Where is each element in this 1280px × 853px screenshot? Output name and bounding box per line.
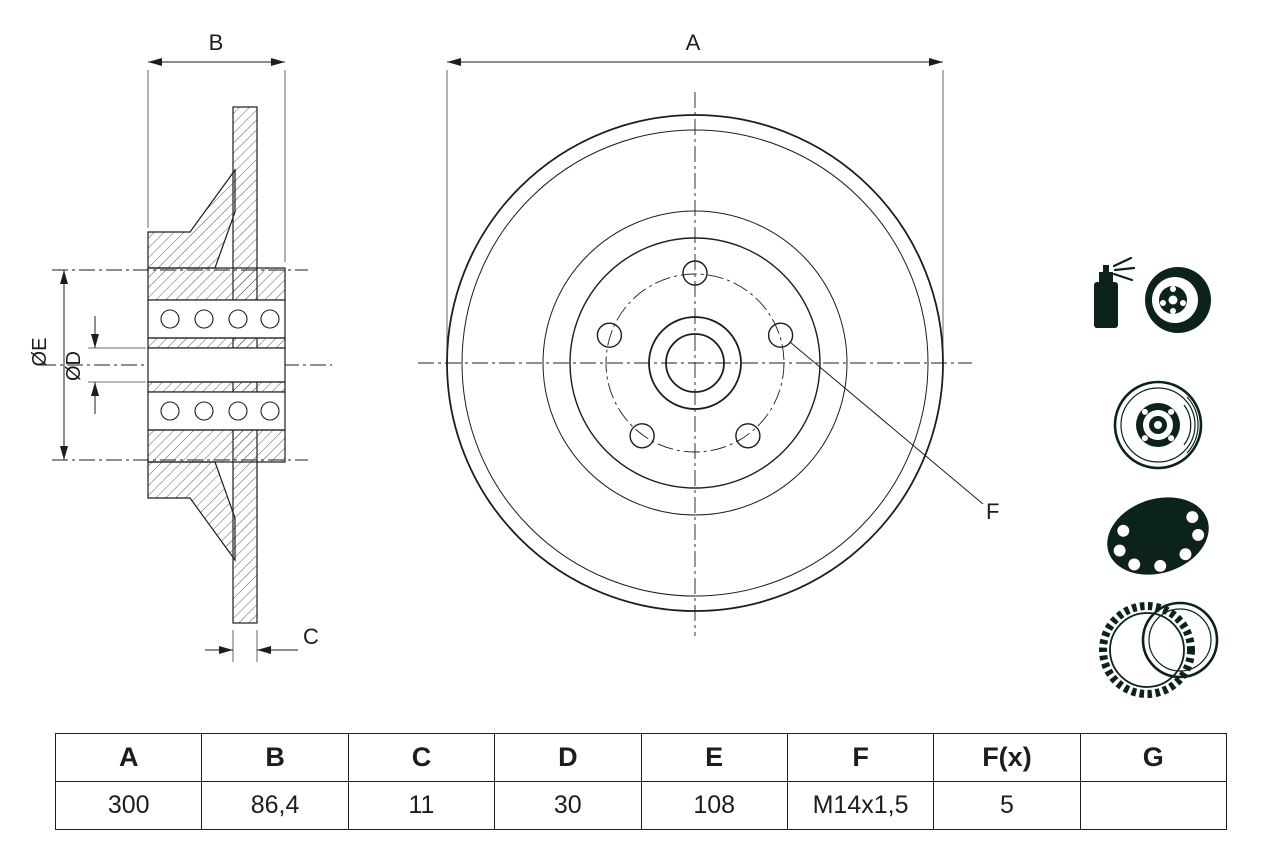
- front-view: A F: [418, 30, 999, 636]
- brake-disc-icon: [1113, 380, 1203, 470]
- spec-value-g: [1079, 781, 1228, 830]
- cross-section-view: B C ØE ØD: [29, 30, 332, 662]
- dimension-d: ØD: [63, 316, 146, 414]
- spec-header-a: A: [54, 733, 203, 782]
- dim-label-d: ØD: [63, 351, 85, 381]
- spec-table: A B C D E F F(x) G 300 86,4 11 30 108 M1…: [54, 733, 1228, 830]
- dim-label-f: F: [986, 499, 999, 524]
- hat-arm-lower: [147, 461, 236, 562]
- right-icon-column: [1094, 256, 1219, 698]
- hub-flange-circle: [569, 237, 821, 489]
- spec-header-row: A B C D E F F(x) G: [54, 733, 1228, 782]
- hat-circle: [542, 210, 848, 516]
- dim-label-a: A: [686, 30, 701, 55]
- spec-header-b: B: [201, 733, 349, 782]
- hub-bearing-section: [147, 267, 286, 463]
- spec-header-fx: F(x): [933, 733, 1081, 782]
- dim-label-b: B: [209, 30, 224, 55]
- spec-value-d: 30: [494, 781, 642, 830]
- label-f: F: [789, 341, 999, 524]
- spec-value-f: M14x1,5: [786, 781, 935, 830]
- wheel-bearing-icon: [1107, 497, 1209, 575]
- wheel-bolt-holes: [596, 260, 794, 449]
- spec-value-row: 300 86,4 11 30 108 M14x1,5 5: [54, 781, 1228, 830]
- technical-drawing: B C ØE ØD: [29, 30, 1219, 698]
- dim-label-e: ØE: [29, 338, 51, 367]
- dimension-b: B: [147, 30, 286, 262]
- disc-outer-circle: [446, 114, 944, 612]
- spec-header-e: E: [640, 733, 788, 782]
- spec-header-c: C: [347, 733, 496, 782]
- dim-label-c: C: [303, 624, 319, 649]
- spec-header-f: F: [786, 733, 935, 782]
- abs-ring-icon: [1099, 601, 1219, 698]
- dimension-e: ØE: [29, 270, 68, 460]
- spec-value-b: 86,4: [201, 781, 349, 830]
- spec-value-a: 300: [54, 781, 203, 830]
- spec-value-e: 108: [640, 781, 788, 830]
- bolt-circle: [605, 273, 785, 453]
- center-bore-outer: [648, 316, 742, 410]
- hat-arm-upper: [147, 168, 236, 269]
- dimension-a: A: [446, 30, 944, 356]
- coating-spray-icon: [1094, 256, 1211, 333]
- center-bore-inner: [665, 333, 725, 393]
- spec-header-g: G: [1079, 733, 1228, 782]
- spec-value-fx: 5: [933, 781, 1081, 830]
- spec-value-c: 11: [347, 781, 496, 830]
- friction-band-circle: [461, 129, 929, 597]
- spec-header-d: D: [494, 733, 642, 782]
- dimension-c: C: [205, 624, 319, 662]
